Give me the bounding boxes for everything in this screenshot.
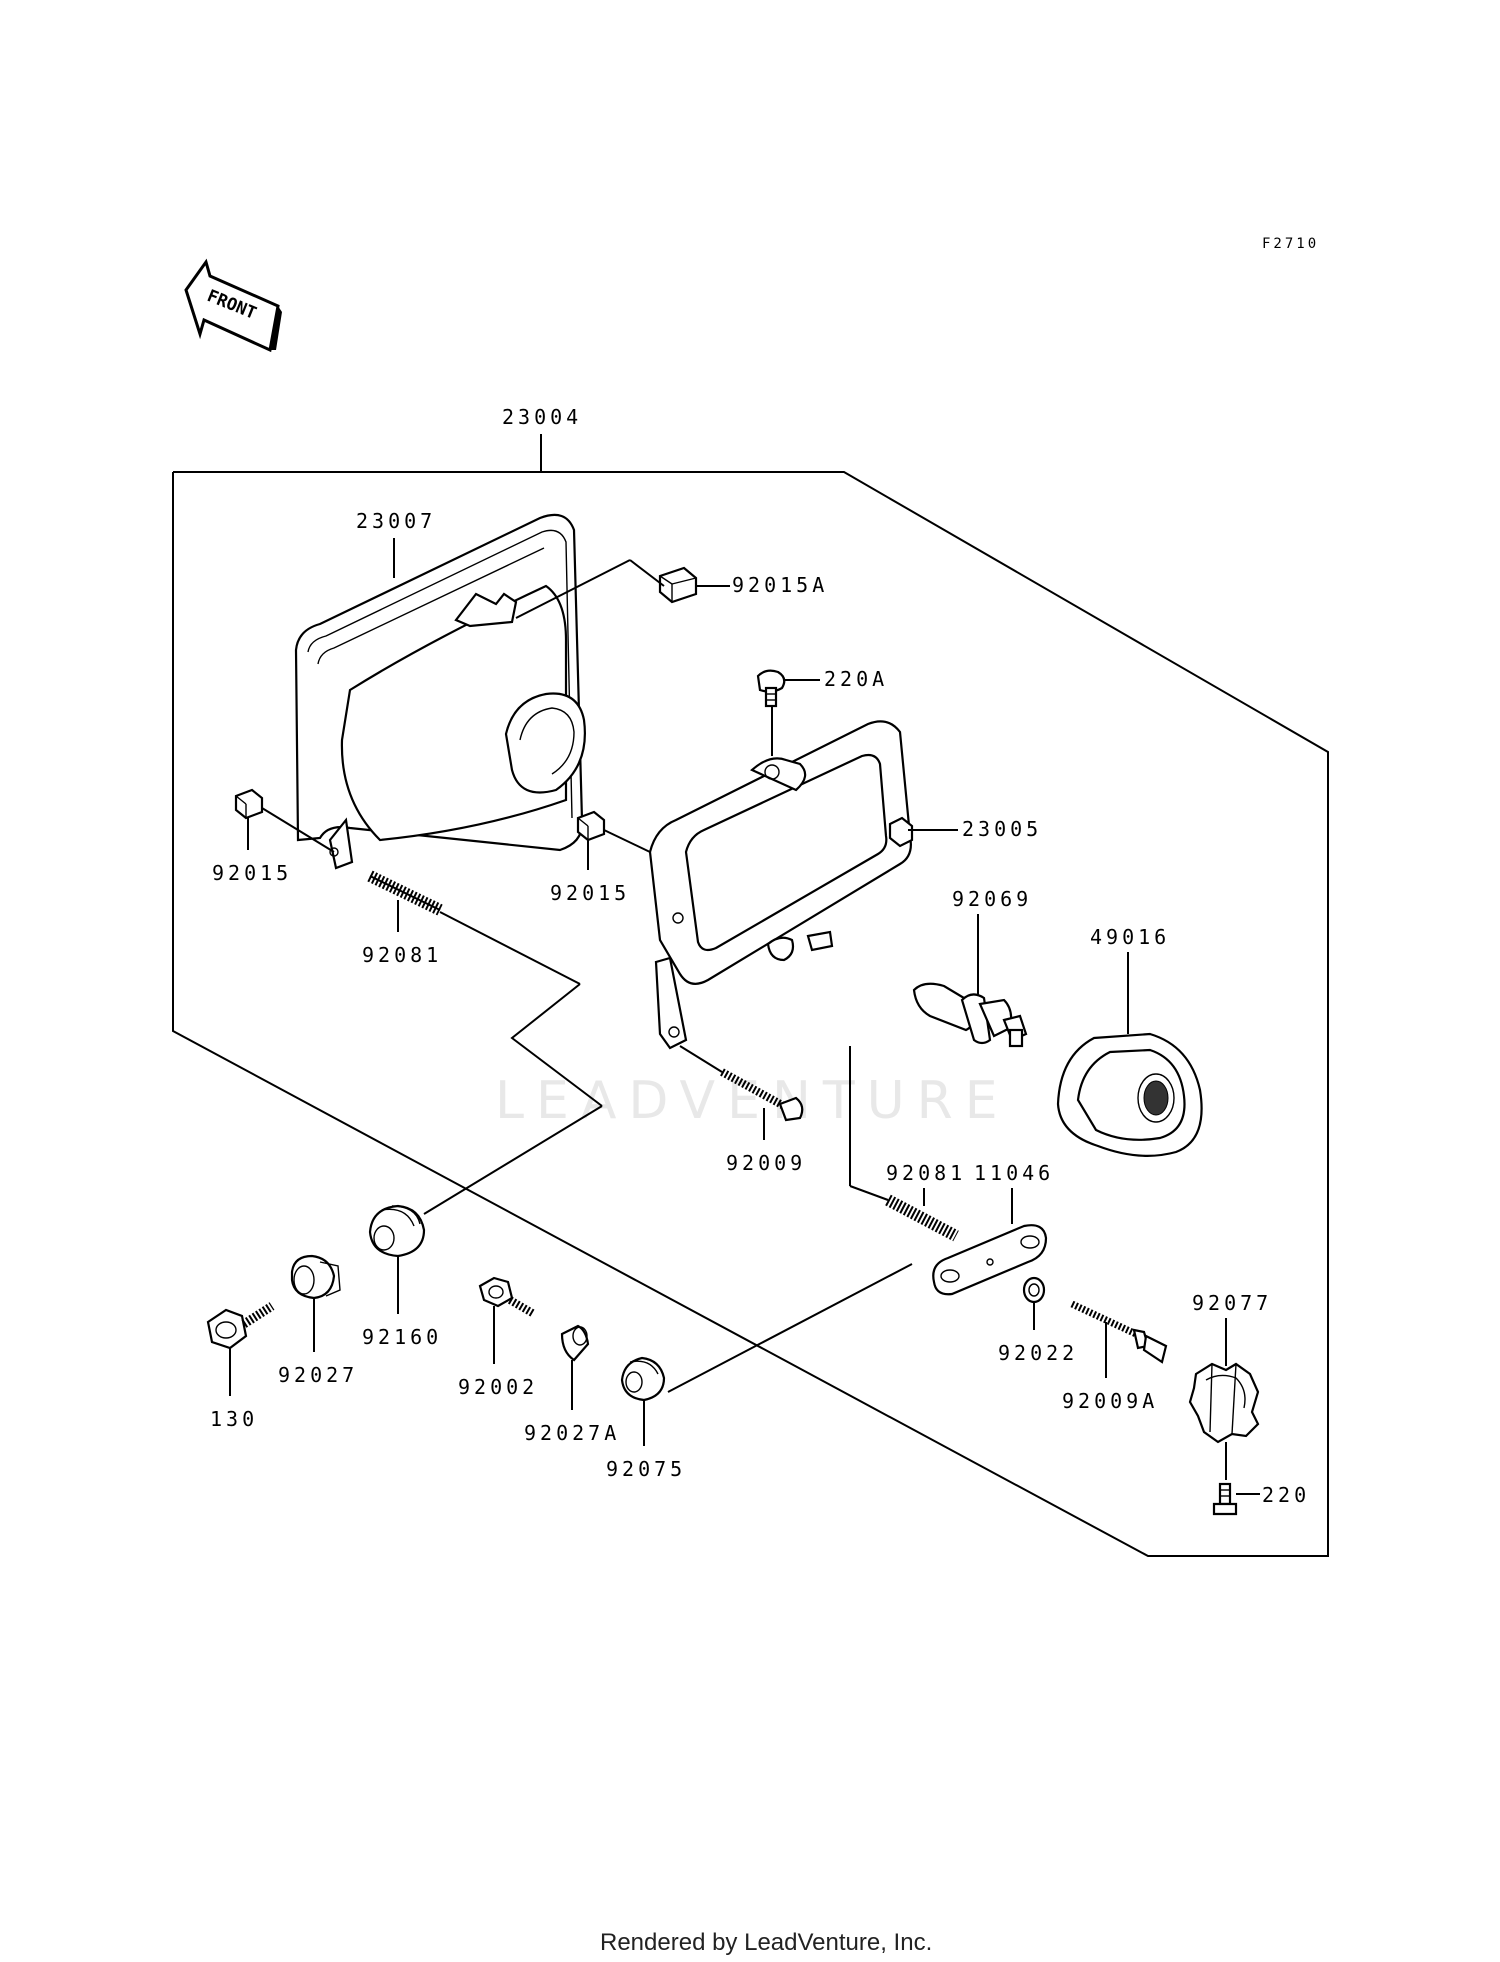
label-92022: 92022 [998, 1341, 1078, 1365]
nut-92015-mid [576, 810, 606, 842]
screw-220 [1212, 1482, 1238, 1516]
label-92015-mid: 92015 [550, 881, 630, 905]
label-92069: 92069 [952, 887, 1032, 911]
collar-92027A [560, 1324, 590, 1362]
label-49016: 49016 [1090, 925, 1170, 949]
knob-92077 [1188, 1362, 1260, 1444]
label-23004: 23004 [502, 405, 582, 429]
leader-92015-left-hole [261, 807, 335, 853]
headlight-unit [294, 513, 586, 870]
label-23005: 23005 [962, 817, 1042, 841]
dust-cover-49016 [1056, 1032, 1203, 1157]
grommet-92075 [620, 1356, 666, 1402]
label-92015-left: 92015 [212, 861, 292, 885]
grommet-92160 [368, 1204, 426, 1258]
leader-92015A-hole [515, 559, 631, 619]
label-92027A: 92027A [524, 1421, 620, 1445]
bulb-92069 [912, 982, 1028, 1048]
screw-92009 [720, 1068, 804, 1122]
label-92015A: 92015A [732, 573, 828, 597]
spring-92081-bottom [885, 1194, 959, 1242]
bracket-11046 [932, 1224, 1048, 1296]
label-92081-top: 92081 [362, 943, 442, 967]
washer-92022 [1022, 1276, 1046, 1304]
leader-92009-frame [679, 1045, 723, 1073]
label-23007: 23007 [356, 509, 436, 533]
leader-92081-bottom-h [849, 1185, 889, 1201]
screw-92009A [1070, 1300, 1168, 1364]
collar-92027 [290, 1254, 341, 1300]
label-220A: 220A [824, 667, 888, 691]
bolt-130 [206, 1302, 275, 1350]
leader-92160-up [423, 1105, 603, 1215]
label-220: 220 [1262, 1483, 1310, 1507]
figure-code: F2710 [1262, 236, 1319, 252]
assembly-outline [172, 471, 1329, 1557]
label-92009: 92009 [726, 1151, 806, 1175]
label-92075: 92075 [606, 1457, 686, 1481]
label-92002: 92002 [458, 1375, 538, 1399]
front-arrow-icon: FRONT [184, 258, 282, 353]
nut-92015A [658, 566, 698, 604]
leader-92081-top-line [439, 911, 581, 985]
label-11046: 11046 [974, 1161, 1054, 1185]
label-92077: 92077 [1192, 1291, 1272, 1315]
nut-92015-left [234, 788, 264, 820]
leader-11046-to-92075 [667, 1263, 913, 1393]
footer-credit: Rendered by LeadVenture, Inc. [600, 1929, 932, 1956]
watermark-text: LEADVENTURE [495, 1071, 1010, 1131]
leader-92015-mid-frame [603, 829, 651, 853]
leader-92160-zig [510, 983, 603, 1107]
label-92081-bottom: 92081 [886, 1161, 966, 1185]
label-92027: 92027 [278, 1363, 358, 1387]
headlight-frame [648, 720, 914, 1050]
bolt-92002 [478, 1276, 537, 1318]
screw-220A [756, 669, 786, 708]
label-92009A: 92009A [1062, 1389, 1158, 1413]
label-92160: 92160 [362, 1325, 442, 1349]
spring-92081-top [367, 870, 443, 916]
label-130: 130 [210, 1407, 258, 1431]
leader-92015A-to-nut [629, 559, 665, 587]
